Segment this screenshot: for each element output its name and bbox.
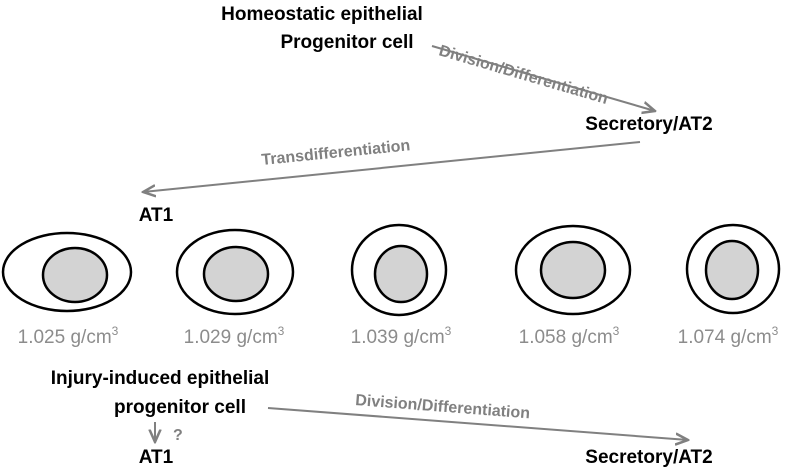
cell-5 [685, 223, 781, 315]
cell-2 [175, 228, 295, 316]
cell-3 [350, 223, 448, 317]
homeostatic-progenitor-label-line1: Homeostatic epithelial [221, 4, 423, 25]
cell-4-nucleus [539, 240, 607, 300]
cell-1-nucleus [41, 246, 109, 304]
injury-progenitor-label-line1: Injury-induced epithelial [51, 368, 270, 389]
cell-1 [1, 231, 133, 313]
density-label-5: 1.074 g/cm3 [678, 324, 779, 348]
transdifferentiation-arrow [143, 141, 641, 192]
density-label-4: 1.058 g/cm3 [519, 324, 620, 348]
bottom-at1-label: AT1 [139, 447, 174, 468]
top-division-arrow [431, 45, 655, 111]
top-secretory-at2-label: Secretory/AT2 [585, 114, 712, 135]
top-division-label: Division/Differentiation [437, 43, 610, 108]
transdifferentiation-label: Transdifferentiation [261, 137, 411, 169]
density-label-1: 1.025 g/cm3 [18, 324, 119, 348]
cell-3-nucleus [373, 244, 429, 304]
density-label-3: 1.039 g/cm3 [351, 324, 452, 348]
bottom-division-label: Division/Differentiation [355, 392, 531, 422]
bottom-secretory-at2-label: Secretory/AT2 [585, 447, 712, 468]
top-at1-label: AT1 [139, 205, 174, 226]
question-mark: ? [173, 427, 183, 444]
bottom-division-arrow [267, 407, 688, 440]
injury-progenitor-label-line2: progenitor cell [114, 397, 246, 418]
cell-2-nucleus [202, 245, 270, 303]
cell-5-nucleus [704, 239, 760, 301]
homeostatic-progenitor-label-line2: Progenitor cell [280, 32, 413, 53]
cell-4 [514, 224, 632, 316]
density-label-2: 1.029 g/cm3 [184, 324, 285, 348]
